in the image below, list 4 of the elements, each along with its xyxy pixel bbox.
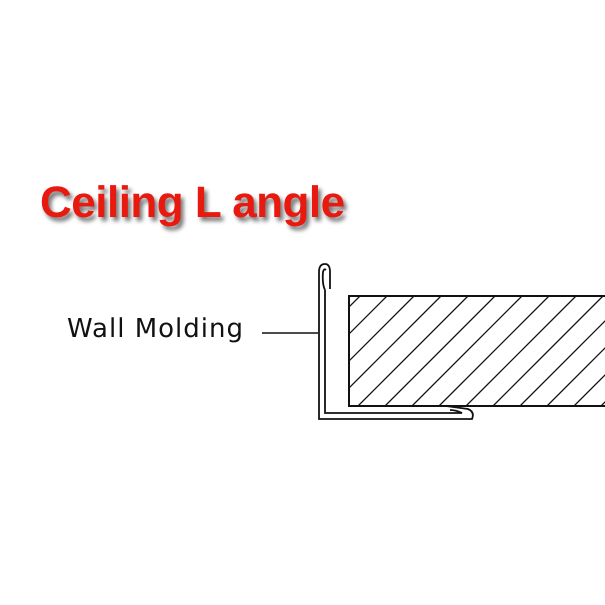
- part-label: Wall Molding: [67, 314, 244, 344]
- wall-molding-drawing: [318, 263, 474, 420]
- leader-line: [262, 332, 318, 334]
- title: Ceiling L angle: [40, 178, 345, 228]
